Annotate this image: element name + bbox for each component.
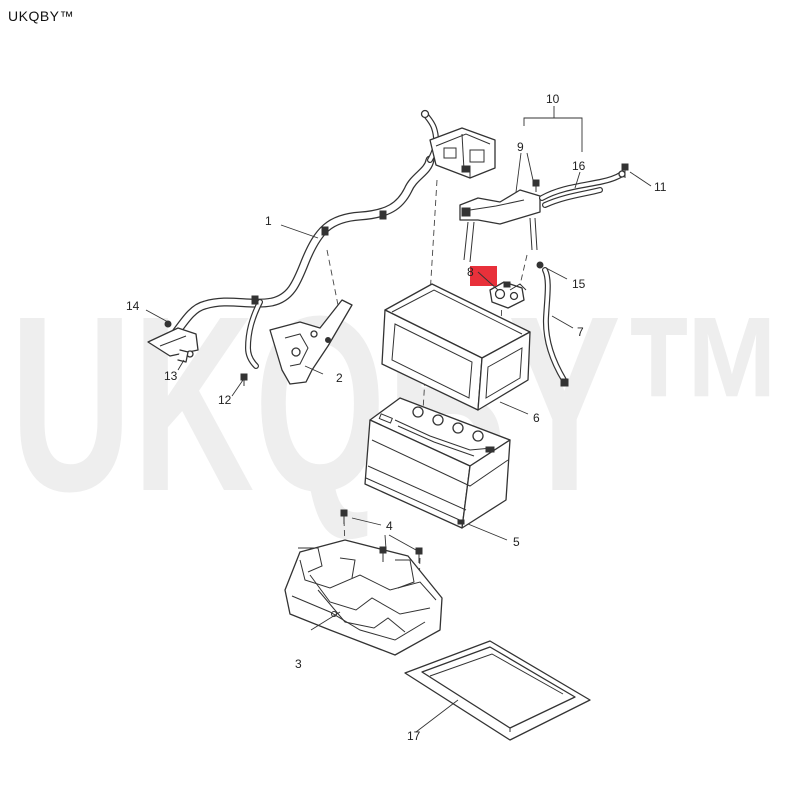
part-12-bolt	[240, 373, 248, 386]
bolt-icon	[532, 179, 540, 192]
bolt-icon	[415, 547, 423, 563]
leader-lines	[145, 106, 652, 733]
part-2-bracket	[269, 299, 353, 385]
callout-14: 14	[126, 299, 140, 313]
part-5-battery	[364, 397, 511, 529]
callout-11: 11	[654, 180, 667, 194]
callout-labels: 1 2 3 4 5 6 7 8 9 10 11 12 13 14 15 16 1…	[126, 92, 667, 743]
part-14-nut	[164, 320, 172, 328]
part-8-terminal	[489, 281, 527, 309]
callout-15: 15	[572, 277, 586, 291]
bolt-icon	[340, 509, 348, 524]
callout-17: 17	[407, 729, 421, 743]
part-13-bracket	[177, 349, 189, 363]
callout-5: 5	[513, 535, 520, 549]
part-11-bolt	[621, 163, 629, 178]
callout-2: 2	[336, 371, 343, 385]
part-4-bolts	[340, 509, 423, 563]
callout-10: 10	[546, 92, 560, 106]
part-1-battery-cable	[147, 109, 496, 369]
bolt-icon	[621, 163, 629, 178]
callout-3: 3	[295, 657, 302, 671]
bolt-icon	[240, 373, 248, 386]
highlight-marker	[470, 266, 497, 286]
callout-6: 6	[533, 411, 540, 425]
bolt-icon	[379, 546, 387, 562]
callout-16: 16	[572, 159, 586, 173]
part-17-battery-mat	[404, 640, 591, 741]
callout-8: 8	[467, 265, 474, 279]
callout-12: 12	[218, 393, 232, 407]
part-6-battery-cover	[381, 283, 531, 411]
brand-logo: UKQBY™	[8, 8, 75, 24]
callout-4: 4	[386, 519, 393, 533]
callout-9: 9	[517, 140, 524, 154]
part-16-ground-strap	[539, 170, 626, 208]
part-7-positive-cable	[542, 267, 569, 387]
part-9-bracket	[459, 179, 541, 263]
callout-1: 1	[265, 214, 272, 228]
callout-7: 7	[577, 325, 584, 339]
callout-13: 13	[164, 369, 178, 383]
part-15-clip	[536, 261, 544, 269]
part-3-battery-tray	[284, 539, 443, 656]
